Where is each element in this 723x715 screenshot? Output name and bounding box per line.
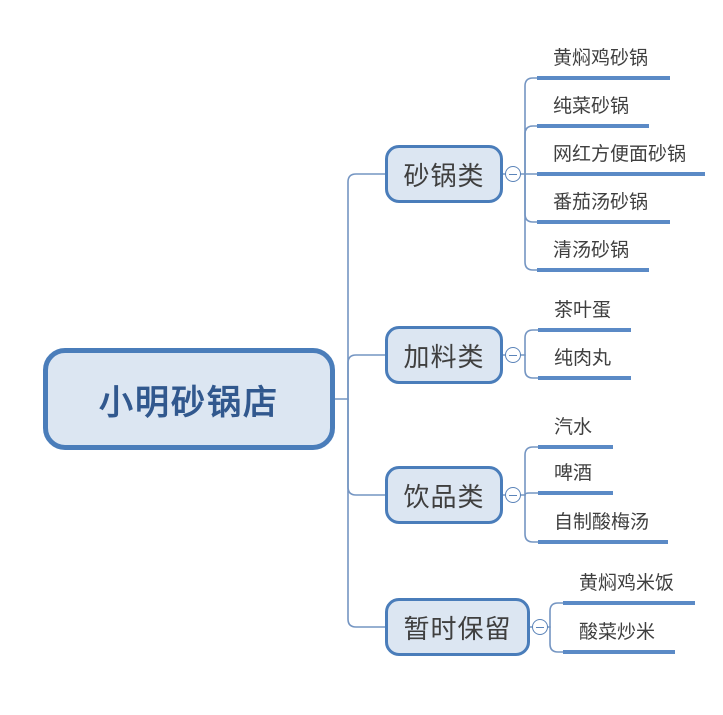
connector-branch-2-leaf-0 (524, 446, 539, 496)
collapse-icon[interactable] (532, 619, 548, 635)
minus-icon (509, 494, 517, 496)
connector-branch-0-leaf-0 (524, 77, 538, 175)
connector-branch-3-leaf-1 (549, 626, 564, 653)
collapse-icon[interactable] (505, 166, 521, 182)
connector-branch-0-leaf-4 (524, 173, 538, 271)
leaf-node[interactable]: 清汤砂锅 (537, 238, 649, 272)
branch-node-drinks[interactable]: 饮品类 (385, 466, 503, 524)
connector-root-branch-1 (347, 354, 386, 400)
leaf-node[interactable]: 番茄汤砂锅 (537, 190, 670, 224)
connector-branch-3-leaf-0 (549, 602, 564, 628)
collapse-icon[interactable] (505, 347, 521, 363)
leaf-node[interactable]: 黄焖鸡米饭 (563, 571, 695, 605)
minus-icon (536, 626, 544, 628)
connector-root-branch-0 (347, 173, 386, 400)
leaf-node[interactable]: 酸菜炒米 (563, 620, 675, 654)
connector-root-branch-2 (347, 398, 386, 496)
connector-branch-2-leaf-1 (524, 492, 539, 496)
connector-root-branch-3 (347, 398, 386, 628)
leaf-node[interactable]: 啤酒 (538, 461, 613, 495)
branch-node-on-hold[interactable]: 暂时保留 (385, 598, 530, 656)
leaf-node[interactable]: 茶叶蛋 (538, 298, 631, 332)
root-node[interactable]: 小明砂锅店 (43, 348, 335, 450)
collapse-icon[interactable] (505, 487, 521, 503)
minus-icon (509, 354, 517, 356)
leaf-node[interactable]: 网红方便面砂锅 (537, 142, 705, 176)
minus-icon (509, 173, 517, 175)
connector-branch-1-leaf-1 (524, 354, 539, 379)
leaf-node[interactable]: 纯菜砂锅 (537, 94, 649, 128)
leaf-node[interactable]: 自制酸梅汤 (538, 510, 668, 544)
leaf-node[interactable]: 纯肉丸 (538, 346, 631, 380)
branch-node-add-ons[interactable]: 加料类 (385, 326, 503, 384)
connector-branch-0-leaf-3 (524, 173, 538, 223)
leaf-node[interactable]: 汽水 (538, 415, 613, 449)
connector-branch-0-leaf-1 (524, 125, 538, 175)
branch-node-clay-pots[interactable]: 砂锅类 (385, 145, 503, 203)
connector-branch-1-leaf-0 (524, 329, 539, 356)
leaf-node[interactable]: 黄焖鸡砂锅 (537, 46, 670, 80)
connector-branch-2-leaf-2 (524, 494, 539, 543)
